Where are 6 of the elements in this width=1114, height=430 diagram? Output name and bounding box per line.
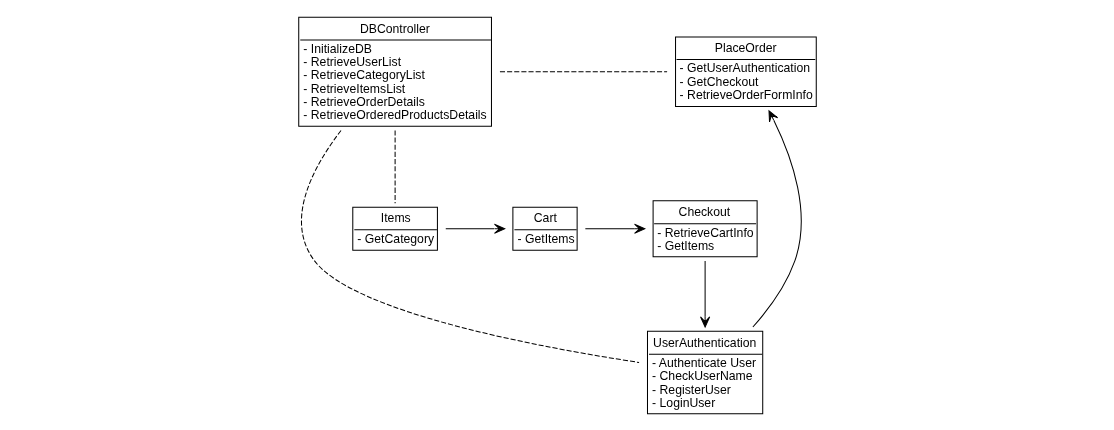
arrow	[699, 259, 710, 328]
arrow	[444, 223, 505, 234]
connector	[300, 129, 640, 363]
arrow	[751, 109, 802, 327]
connector	[498, 70, 668, 72]
arrow	[584, 223, 645, 234]
